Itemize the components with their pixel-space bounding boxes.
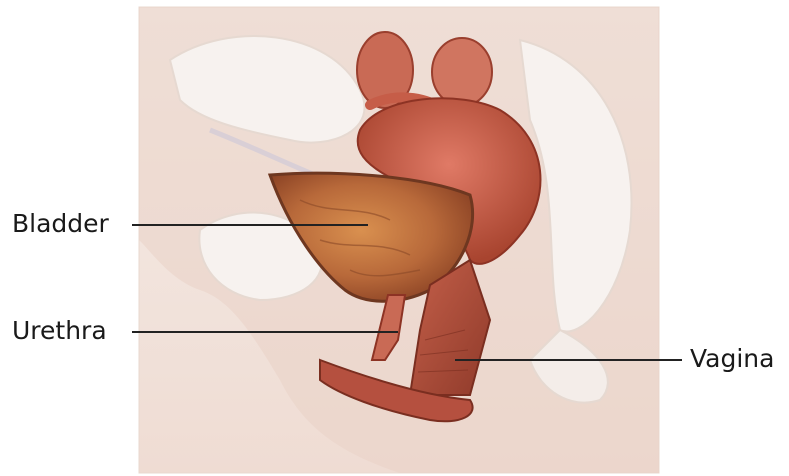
bladder-label: Bladder bbox=[12, 211, 109, 236]
ovary-right bbox=[432, 38, 492, 106]
vagina-label: Vagina bbox=[690, 346, 774, 371]
urethra-label: Urethra bbox=[12, 318, 107, 343]
